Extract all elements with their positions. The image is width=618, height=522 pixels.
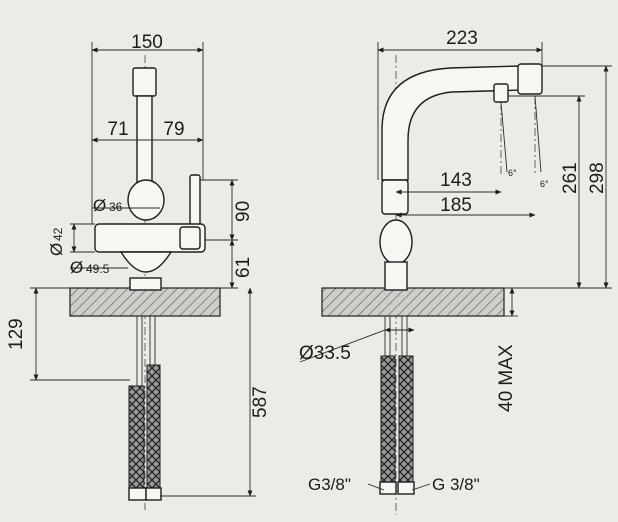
front-fitting-1	[128, 487, 147, 501]
side-view: 6° 6° 223 143 185 261 298 Ø33.5	[299, 28, 612, 515]
dim-dia-hole: Ø33.5	[299, 343, 351, 364]
front-top-cap	[132, 67, 157, 97]
dim-h-counter: 129	[6, 318, 27, 350]
front-handle-knob	[127, 179, 165, 221]
dim-right-offset: 79	[163, 119, 184, 140]
dim-reach: 223	[446, 28, 478, 49]
dim-reach-inner: 143	[440, 170, 472, 191]
front-right-cap	[179, 226, 201, 250]
front-base-dome	[119, 251, 173, 273]
dim-h-total: 298	[587, 162, 608, 194]
dim-h-spout: 261	[560, 162, 581, 194]
leader-conn-left	[367, 483, 385, 491]
leader-dia-33-5	[299, 329, 386, 363]
dia-symbol-49-5: Ø	[70, 258, 83, 277]
dim-angle-1: 6°	[508, 168, 517, 178]
conn-left-label: G3/8"	[308, 475, 351, 494]
dim-h-hose: 587	[250, 386, 271, 418]
side-fitting-1	[379, 481, 397, 495]
side-spout-head	[517, 63, 543, 95]
front-hose-1	[128, 385, 145, 489]
front-upright-tube	[136, 95, 153, 187]
front-side-lever	[189, 174, 201, 226]
dim-max-thickness: 40 MAX	[496, 344, 517, 412]
side-main-body	[379, 219, 413, 265]
dim-total-width: 150	[131, 32, 163, 53]
front-pipe-1	[136, 315, 143, 387]
front-countertop	[69, 287, 221, 317]
side-pipe-2	[401, 315, 408, 357]
side-jet-1	[500, 101, 508, 173]
dim-h-base: 61	[233, 257, 254, 278]
side-hose-1	[380, 355, 396, 483]
dim-h-handle: 90	[233, 201, 254, 222]
dim-dia-base: 49.5	[86, 262, 110, 276]
side-base	[384, 261, 408, 291]
side-spout-nozzle	[493, 83, 509, 103]
leader-conn-right	[411, 483, 431, 491]
dim-angle-2: 6°	[540, 179, 549, 189]
dim-dia-body: 42	[51, 227, 65, 241]
side-jet-2	[534, 95, 542, 173]
side-countertop	[321, 287, 505, 317]
conn-right-label: G 3/8"	[432, 475, 480, 494]
dia-symbol-36: Ø	[93, 196, 106, 215]
front-hose-2	[146, 364, 161, 489]
side-upper-body	[381, 179, 409, 215]
front-fitting-2	[145, 487, 162, 501]
dim-reach-outer: 185	[440, 195, 472, 216]
dim-dia-handle: 36	[109, 200, 123, 214]
side-fitting-2	[397, 481, 415, 495]
front-view: 150 71 79 Ø 36 Ø 42 Ø 49.5 90 61 129	[6, 32, 271, 510]
side-hose-2	[398, 355, 414, 483]
dia-symbol-42: Ø	[47, 243, 66, 256]
dim-left-offset: 71	[107, 119, 128, 140]
side-pipe-1	[384, 315, 391, 357]
front-base-ring	[129, 277, 162, 291]
